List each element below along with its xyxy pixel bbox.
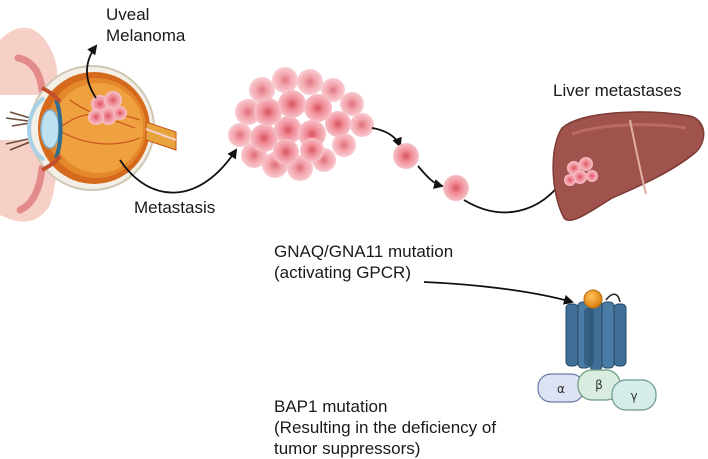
svg-text:β: β	[595, 378, 603, 392]
receptor-helices	[565, 299, 627, 371]
arrow-to-liver	[463, 174, 568, 214]
svg-text:γ: γ	[630, 389, 637, 403]
uveal-melanoma-label: Uveal Melanoma	[106, 4, 185, 46]
optic-nerve	[145, 121, 177, 151]
upper-lid-muscle	[14, 54, 46, 94]
bap1-mutation-label: BAP1 mutation (Resulting in the deficien…	[274, 396, 496, 459]
gpcr-receptor	[565, 289, 627, 371]
liver-metastases-label: Liver metastases	[553, 81, 682, 100]
vitreous	[53, 83, 143, 173]
eye-illustration	[0, 27, 177, 222]
uveal-melanoma-line-1: Uveal	[106, 5, 150, 24]
g-alpha-subunit: α	[537, 373, 585, 403]
ligand	[583, 289, 603, 309]
gnaq-line-1: GNAQ/GNA11 mutation	[274, 242, 454, 261]
cornea	[27, 96, 46, 162]
liver-ligament	[629, 119, 647, 195]
liver-shape	[552, 111, 705, 221]
bap1-line-1: BAP1 mutation	[274, 397, 388, 416]
lower-lid-muscle	[16, 164, 46, 214]
optic-nerve-stripe	[145, 128, 177, 141]
circulating-tumor-cell-1	[393, 143, 419, 169]
tumor-cluster	[228, 67, 374, 181]
eye-tumor	[88, 91, 127, 125]
bap1-line-3: tumor suppressors)	[274, 439, 421, 458]
ciliary-top	[41, 86, 62, 104]
arrow-to-uveal-label	[86, 44, 98, 99]
g-gamma-subunit: γ	[611, 379, 657, 411]
lens	[40, 109, 60, 149]
receptor-tail	[605, 293, 621, 303]
arrow-metastasis	[119, 148, 238, 194]
arrow-to-gpcr	[423, 281, 574, 305]
gnaq-mutation-label: GNAQ/GNA11 mutation (activating GPCR)	[274, 241, 453, 283]
g-protein-complex: α β γ	[537, 369, 657, 411]
metastasis-label: Metastasis	[134, 198, 216, 217]
liver-highlight	[571, 123, 687, 136]
svg-text:α: α	[557, 382, 565, 396]
iris	[54, 99, 63, 159]
liver-illustration	[552, 111, 705, 221]
arrow-cluster-to-cell1	[371, 127, 402, 148]
eyelash-top	[5, 111, 31, 127]
ciliary-bottom	[41, 154, 62, 172]
arrow-cell1-to-cell2	[417, 165, 444, 189]
liver-metastasis-nodule	[564, 157, 598, 186]
eyelash-bottom	[5, 138, 31, 151]
uveal-melanoma-line-2: Melanoma	[106, 26, 186, 45]
circulating-tumor-cell-2	[443, 175, 469, 201]
gnaq-line-2: (activating GPCR)	[274, 263, 411, 282]
bap1-line-2: (Resulting in the deficiency of	[274, 418, 497, 437]
